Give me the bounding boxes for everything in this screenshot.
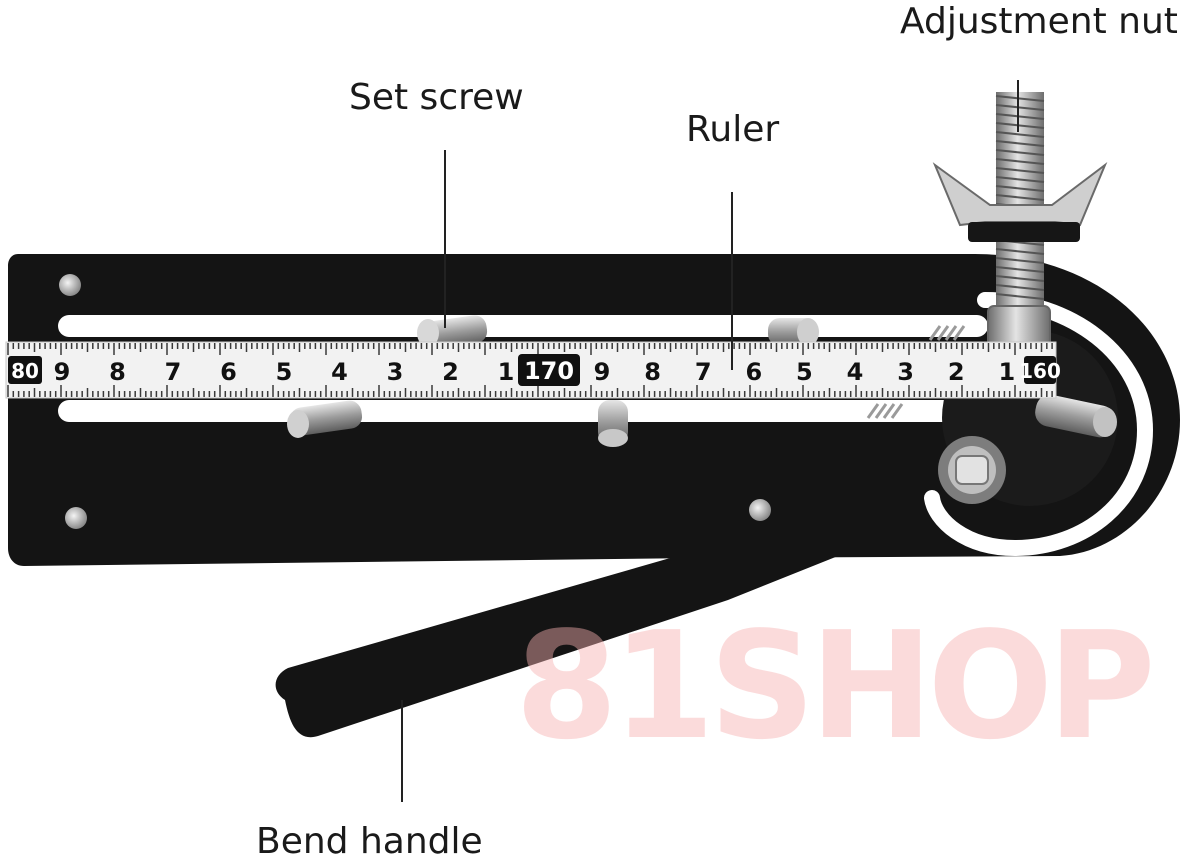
pivot-bolt [938,436,1006,504]
ruler-right-marking: 160 [1019,359,1061,383]
bolt-thread [995,248,1045,255]
bolt-thread [995,275,1045,282]
washer [968,222,1080,242]
bolt-thread [995,194,1045,201]
ruler-digit: 4 [331,358,348,386]
guide-pin-lower-right [1035,394,1117,438]
ruler-digit: 9 [54,358,71,386]
bolt-thread [995,149,1045,156]
bolt-thread [995,257,1045,264]
ruler-digit: 3 [897,358,914,386]
spring-upper [928,325,966,341]
ruler-digit: 6 [220,358,237,386]
bolt-thread [995,176,1045,183]
upper-slot [58,315,988,337]
bolt-thread [995,131,1045,138]
bolt-thread [995,167,1045,174]
leader-ruler [731,192,733,370]
ruler-digit: 1 [498,358,515,386]
ruler-digit: 2 [948,358,965,386]
ruler-left-digits: 9 8 7 6 5 4 3 2 1 [54,358,515,386]
ruler-digit: 6 [745,358,762,386]
leader-adjustment-nut [1017,80,1019,132]
ruler-digit: 9 [594,358,611,386]
bolt-thread [995,266,1045,273]
bolt-thread [995,122,1045,129]
shop-watermark: 81SHOP [515,600,1156,772]
bend-handle-arm [275,520,839,738]
bolt-thread [995,113,1045,120]
mount-hole-bottom-left [65,507,87,529]
ruler-digit: 7 [695,358,712,386]
ruler-digit: 2 [442,358,459,386]
bolt-thread [995,293,1045,300]
ruler-right-marking-box [1024,356,1056,384]
guide-pin-lower-middle [598,400,628,447]
mount-hole-top-left [59,274,81,296]
spring-lower [866,403,904,419]
bending-channel [924,292,1154,557]
ruler-digit: 3 [387,358,404,386]
bolt-thread [995,185,1045,192]
guide-pin-upper-right [768,318,819,346]
bolt-thread [995,158,1045,165]
ruler-digit: 5 [276,358,293,386]
label-set-screw: Set screw [349,77,524,118]
bolt-thread [995,284,1045,291]
ruler-boxed-marking: 170 [524,357,574,385]
ruler-left-marking-box [8,356,42,384]
label-adjustment-nut: Adjustment nut [900,1,1178,42]
ruler-boxed-marking-box [518,354,580,386]
wing-nut [932,161,1108,227]
leader-bend-handle [401,700,403,802]
leader-set-screw [444,150,446,328]
ruler-digit: 4 [847,358,864,386]
mount-hole-middle [749,499,771,521]
ruler-right-digits: 9 8 7 6 5 4 3 2 1 [594,358,1016,386]
lower-slot [58,400,963,422]
label-bend-handle: Bend handle [256,821,483,862]
label-ruler: Ruler [686,109,780,150]
bolt-thread [995,140,1045,147]
ruler-digit: 8 [109,358,126,386]
ruler-digit: 8 [644,358,661,386]
ruler-left-marking: 80 [11,359,39,383]
set-screw-pin-upper [417,315,488,349]
ruler-digit: 1 [998,358,1015,386]
ruler-digit: 7 [165,358,182,386]
ruler-digit: 5 [796,358,813,386]
ruler-tick-marks [7,343,1053,397]
bolt-thread [995,95,1045,102]
bolt-thread [995,104,1045,111]
guide-pin-lower-left [287,400,363,438]
